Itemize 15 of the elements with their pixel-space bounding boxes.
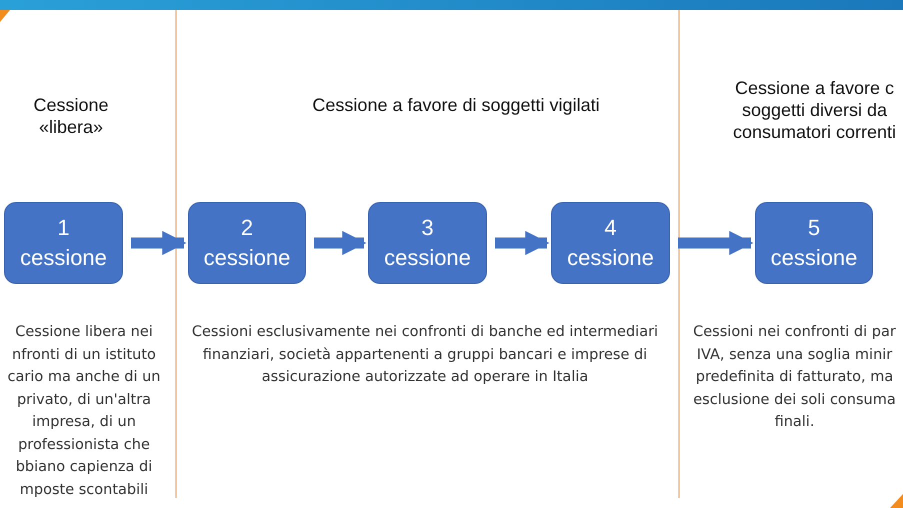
process-box: 1 cessione bbox=[4, 202, 123, 284]
description-text: Cessione libera nei nfronti di un istituto cario ma anche di un privato, di un'altra impresa, di un professionista che bbiano capienza di mposte scontabili bbox=[6, 323, 162, 500]
arrow bbox=[314, 230, 366, 256]
section-heading: Cessione «libera» bbox=[32, 94, 110, 138]
arrow bbox=[131, 230, 186, 256]
arrow bbox=[678, 230, 754, 256]
section-heading: Cessione a favore c soggetti diversi da consumatori correnti bbox=[732, 77, 898, 143]
process-box: 4 cessione bbox=[551, 202, 670, 284]
section-heading: Cessione a favore di soggetti vigilati bbox=[311, 94, 601, 116]
description-text: Cessioni nei confronti di par IVA, senza una soglia minir predefinita di fatturato, ma esclusione dei soli consuma finali. bbox=[692, 323, 897, 432]
process-box: 5 cessione bbox=[755, 202, 873, 284]
process-box: 2 cessione bbox=[188, 202, 306, 284]
arrow bbox=[495, 230, 550, 256]
process-box: 3 cessione bbox=[368, 202, 487, 284]
description-text: Cessioni esclusivamente nei confronti di banche ed intermediari finanziari, società appartenenti a gruppi bancari e imprese di assicurazione autorizzate ad operare in Italia bbox=[190, 323, 660, 387]
